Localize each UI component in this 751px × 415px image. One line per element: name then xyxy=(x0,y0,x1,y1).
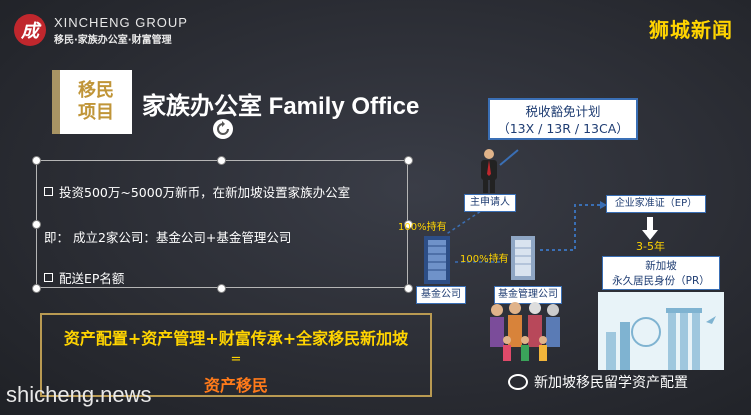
resize-handle-bc[interactable] xyxy=(217,284,226,293)
logo-name: XINCHENG GROUP xyxy=(54,14,188,30)
summary-line: 资产配置+资产管理+财富传承+全家移民新加坡 xyxy=(63,329,409,348)
fund-management-company-label: 基金管理公司 xyxy=(494,286,562,304)
summary-equals: = xyxy=(230,352,242,367)
bullet-item: 即： 成立2家公司：基金公司+基金管理公司 xyxy=(44,230,292,245)
fund-company-label: 基金公司 xyxy=(416,286,466,304)
applicant-label: 主申请人 xyxy=(464,194,516,212)
wechat-icon xyxy=(508,374,528,390)
resize-handle-mr[interactable] xyxy=(404,220,413,229)
title-tag: 移民 项目 xyxy=(60,70,132,134)
bullet-item: 配送EP名额 xyxy=(44,268,124,287)
watermark-account: 新加坡移民留学资产配置 xyxy=(508,372,688,392)
company-logo: 成 XINCHENG GROUP 移民·家族办公室·财富管理 xyxy=(14,14,188,46)
ownership-label: 100%持有 xyxy=(460,254,509,265)
ep-label: 企业家准证（EP） xyxy=(606,195,706,213)
ownership-label: 100%持有 xyxy=(398,222,447,233)
resize-handle-tr[interactable] xyxy=(404,156,413,165)
duration-label: 3-5年 xyxy=(636,240,665,253)
summary-frame xyxy=(40,313,432,397)
family-icon xyxy=(490,302,560,361)
page-title: 家族办公室 Family Office xyxy=(142,93,420,120)
resize-handle-bl[interactable] xyxy=(32,284,41,293)
brand-title: 狮城新闻 xyxy=(649,18,733,42)
watermark-site: shicheng.news xyxy=(6,382,152,407)
bullet-item: 投资500万~5000万新币，在新加坡设置家族办公室 xyxy=(44,182,350,201)
logo-subtitle: 移民·家族办公室·财富管理 xyxy=(54,34,172,46)
title-tag-line2: 项目 xyxy=(78,102,114,123)
businessman-icon xyxy=(481,149,497,193)
logo-mark-icon: 成 xyxy=(14,14,46,46)
summary-result: 资产移民 xyxy=(203,376,268,395)
resize-handle-ml[interactable] xyxy=(32,220,41,229)
tax-exemption-box: 税收豁免计划 （13X / 13R / 13CA） xyxy=(488,98,638,140)
building-icon xyxy=(424,236,450,284)
singapore-skyline-icon xyxy=(598,292,724,370)
checkbox-bullet-icon xyxy=(44,187,53,196)
rotate-handle-icon[interactable] xyxy=(212,118,234,140)
title-tag-line1: 移民 xyxy=(78,80,114,102)
resize-handle-tc[interactable] xyxy=(217,156,226,165)
resize-handle-br[interactable] xyxy=(404,284,413,293)
building-icon xyxy=(511,236,535,280)
pr-box: 新加坡 永久居民身份（PR） xyxy=(602,256,720,290)
title-accent-bar xyxy=(52,70,60,134)
checkbox-bullet-icon xyxy=(44,273,53,282)
resize-handle-tl[interactable] xyxy=(32,156,41,165)
